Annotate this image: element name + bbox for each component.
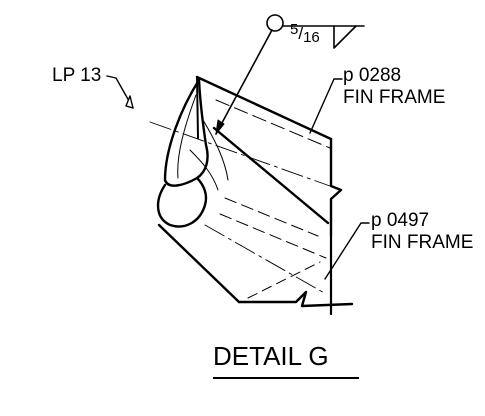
lap-plate-inner-curve-3 — [189, 149, 219, 191]
weld-arrow-head — [215, 119, 225, 135]
weld-size-denominator: 16 — [303, 29, 320, 46]
fin-frame-upper-centerline — [149, 121, 331, 187]
weld-all-around-circle — [266, 14, 284, 32]
part2-name-label: FIN FRAME — [371, 233, 474, 252]
fin-frame-upper-bottom-edge — [212, 126, 330, 225]
part2-leader-line — [324, 222, 370, 280]
fin-frame-lower-hidden-line-2 — [219, 213, 327, 259]
part1-leader-line — [309, 78, 343, 134]
fin-frame-lower-left-edge — [157, 223, 241, 304]
lap-plate-inner-curve — [177, 94, 197, 179]
fin-frame-lower-hidden-line-1 — [224, 197, 319, 237]
weld-size-numerator: 5 — [290, 21, 299, 38]
lp-leader-line — [106, 75, 134, 109]
fin-frame-upper-right-edge — [329, 137, 343, 237]
fin-frame-lower-centerline — [204, 224, 327, 295]
lp-label: LP 13 — [52, 65, 102, 86]
fin-frame-upper-hidden-line — [215, 99, 331, 149]
fin-frame-lower-bottom-edge — [237, 290, 354, 308]
fin-frame-upper-top-edge — [195, 75, 333, 141]
detail-title-underline — [213, 377, 359, 379]
lap-plate-inner-curve-2 — [202, 119, 229, 181]
part1-code-label: p 0288 — [343, 65, 402, 86]
part1-name-label: FIN FRAME — [343, 87, 446, 108]
detail-title: DETAIL G — [213, 341, 329, 371]
lap-plate-outline — [163, 78, 209, 187]
fin-frame-lower-hidden-line-3 — [247, 261, 321, 299]
fin-frame-upper-left-edge — [196, 76, 199, 139]
part2-code-label: p 0497 — [371, 210, 430, 231]
lp-arrow-head — [125, 95, 134, 109]
weld-arrow-leader — [215, 29, 273, 135]
lap-plate-lower-outline — [156, 176, 208, 228]
weld-size-label: 5/16 — [290, 21, 320, 46]
weld-fillet-symbol — [333, 25, 357, 49]
